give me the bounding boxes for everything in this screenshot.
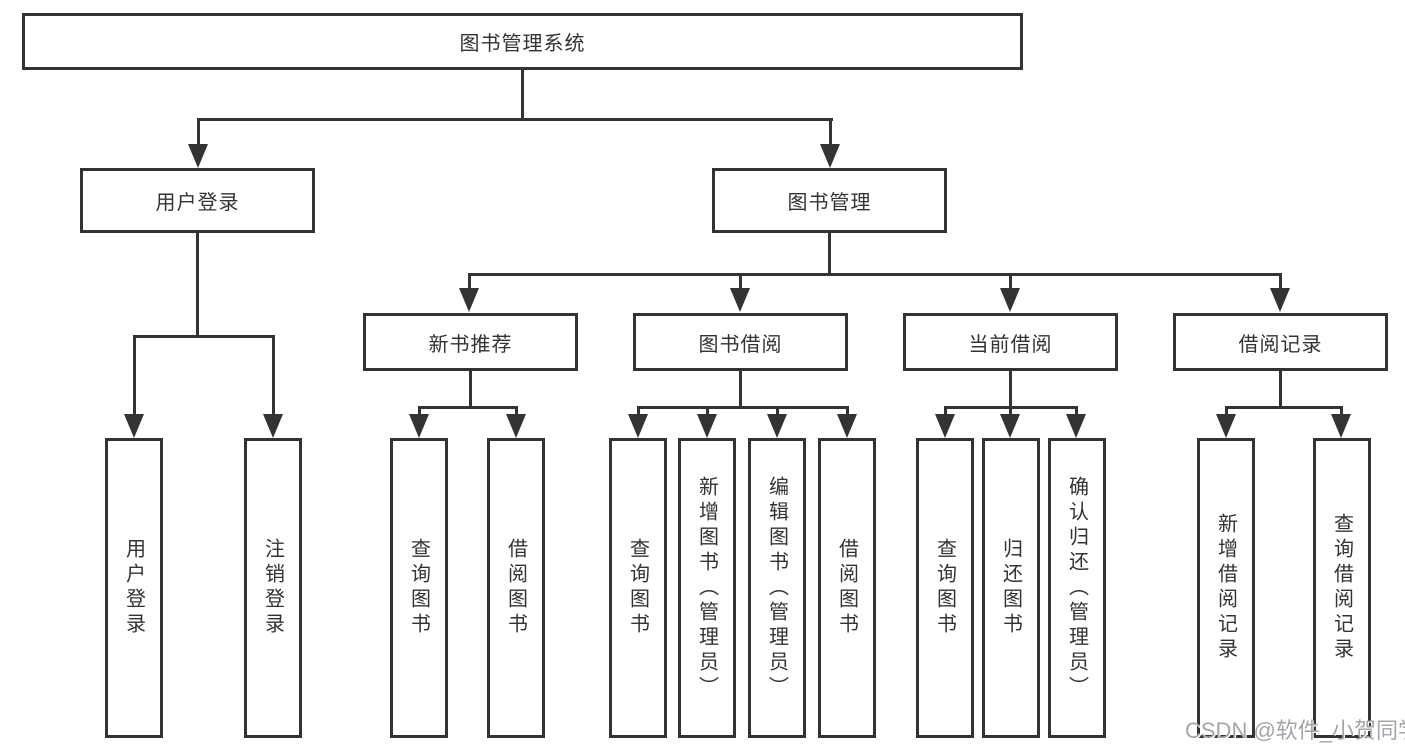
node-book-borrow: 图书借阅 bbox=[633, 313, 848, 371]
arrowhead-bb-add bbox=[697, 414, 717, 438]
connector-current-borrow-stem bbox=[1009, 371, 1012, 406]
leaf-nb-borrow-books: 借阅图书 bbox=[487, 438, 545, 738]
arrowhead-current-borrow bbox=[1000, 288, 1020, 312]
connector-drop-bb-add bbox=[706, 406, 709, 418]
arrowhead-leaf-logout bbox=[263, 414, 283, 438]
leaf-nb-borrow-books-label: 借阅图书 bbox=[504, 538, 527, 638]
arrowhead-new-book-recommend bbox=[459, 288, 479, 312]
leaf-user-login-label: 用户登录 bbox=[122, 538, 145, 638]
connector-drop-br-query bbox=[1340, 406, 1343, 418]
connector-drop-bb-borrow bbox=[846, 406, 849, 418]
connector-drop-book-borrow bbox=[739, 273, 742, 290]
leaf-br-query-record-label: 查询借阅记录 bbox=[1330, 513, 1353, 663]
leaf-nb-query-books-label: 查询图书 bbox=[407, 538, 430, 638]
connector-drop-bb-edit bbox=[776, 406, 779, 418]
arrowhead-cb-confirm bbox=[1066, 414, 1086, 438]
connector-drop-nb-borrow bbox=[515, 406, 518, 418]
arrowhead-bb-borrow bbox=[837, 414, 857, 438]
arrowhead-bb-query bbox=[628, 414, 648, 438]
arrowhead-cb-return bbox=[1000, 414, 1020, 438]
connector-root-stem bbox=[521, 70, 524, 118]
arrowhead-book-borrow bbox=[730, 288, 750, 312]
node-book-management: 图书管理 bbox=[712, 168, 947, 233]
leaf-cb-confirm-return-admin: 确认归还（管理员） bbox=[1048, 438, 1106, 738]
connector-drop-leaf-logout bbox=[272, 335, 275, 416]
arrowhead-user-login bbox=[188, 144, 208, 168]
connector-book-management-branch bbox=[468, 273, 1282, 276]
arrowhead-bb-edit bbox=[767, 414, 787, 438]
arrowhead-nb-borrow bbox=[506, 414, 526, 438]
leaf-logout-label: 注销登录 bbox=[261, 538, 284, 638]
connector-new-book-branch bbox=[418, 406, 518, 409]
leaf-bb-add-books-admin: 新增图书（管理员） bbox=[678, 438, 736, 738]
connector-new-book-stem bbox=[469, 371, 472, 406]
leaf-bb-add-books-admin-label: 新增图书（管理员） bbox=[695, 475, 718, 701]
leaf-cb-return-books: 归还图书 bbox=[982, 438, 1040, 738]
connector-drop-cb-confirm bbox=[1075, 406, 1078, 418]
connector-drop-leaf-user-login bbox=[133, 335, 136, 416]
connector-book-management-stem bbox=[828, 233, 831, 273]
arrowhead-book-management bbox=[820, 144, 840, 168]
connector-drop-cb-return bbox=[1009, 406, 1012, 418]
node-book-management-label: 图书管理 bbox=[787, 192, 872, 214]
connector-drop-nb-query bbox=[418, 406, 421, 418]
arrowhead-br-add bbox=[1216, 414, 1236, 438]
leaf-bb-borrow-books-label: 借阅图书 bbox=[835, 538, 858, 638]
arrowhead-br-query bbox=[1331, 414, 1351, 438]
leaf-nb-query-books: 查询图书 bbox=[390, 438, 448, 738]
leaf-cb-query-books: 查询图书 bbox=[916, 438, 974, 738]
node-root: 图书管理系统 bbox=[22, 13, 1023, 70]
connector-drop-user-login bbox=[197, 118, 200, 148]
connector-root-branch bbox=[197, 118, 833, 121]
csdn-watermark: CSDN @软件_小贺同学 bbox=[1185, 718, 1405, 743]
connector-drop-bb-query bbox=[637, 406, 640, 418]
node-current-borrow: 当前借阅 bbox=[903, 313, 1118, 371]
leaf-br-query-record: 查询借阅记录 bbox=[1313, 438, 1371, 738]
leaf-bb-query-books-label: 查询图书 bbox=[626, 538, 649, 638]
leaf-br-add-record: 新增借阅记录 bbox=[1197, 438, 1255, 738]
connector-user-login-branch bbox=[133, 335, 274, 338]
node-book-borrow-label: 图书借阅 bbox=[698, 333, 783, 356]
arrowhead-cb-query bbox=[935, 414, 955, 438]
leaf-logout: 注销登录 bbox=[244, 438, 302, 738]
node-user-login-label: 用户登录 bbox=[155, 192, 240, 214]
node-new-book-recommend: 新书推荐 bbox=[363, 313, 578, 371]
connector-user-login-stem bbox=[196, 233, 199, 335]
arrowhead-nb-query bbox=[409, 414, 429, 438]
leaf-cb-return-books-label: 归还图书 bbox=[999, 538, 1022, 638]
leaf-br-add-record-label: 新增借阅记录 bbox=[1214, 513, 1237, 663]
arrowhead-leaf-user-login bbox=[124, 414, 144, 438]
leaf-bb-edit-books-admin: 编辑图书（管理员） bbox=[748, 438, 806, 738]
arrowhead-borrow-records bbox=[1270, 288, 1290, 312]
connector-borrow-records-branch bbox=[1225, 406, 1343, 409]
connector-drop-br-add bbox=[1225, 406, 1228, 418]
leaf-bb-edit-books-admin-label: 编辑图书（管理员） bbox=[765, 475, 788, 701]
node-borrow-records: 借阅记录 bbox=[1173, 313, 1388, 371]
connector-drop-current-borrow bbox=[1009, 273, 1012, 290]
node-user-login: 用户登录 bbox=[80, 168, 315, 233]
connector-book-borrow-branch bbox=[637, 406, 848, 409]
connector-drop-new-book-recommend bbox=[468, 273, 471, 290]
leaf-user-login: 用户登录 bbox=[105, 438, 163, 738]
connector-drop-book-management bbox=[829, 118, 832, 148]
leaf-cb-confirm-return-admin-label: 确认归还（管理员） bbox=[1065, 475, 1088, 701]
node-new-book-recommend-label: 新书推荐 bbox=[428, 333, 513, 356]
leaf-bb-borrow-books: 借阅图书 bbox=[818, 438, 876, 738]
node-current-borrow-label: 当前借阅 bbox=[968, 333, 1053, 356]
node-root-label: 图书管理系统 bbox=[459, 33, 586, 55]
leaf-cb-query-books-label: 查询图书 bbox=[933, 538, 956, 638]
leaf-bb-query-books: 查询图书 bbox=[609, 438, 667, 738]
connector-book-borrow-stem bbox=[739, 371, 742, 406]
connector-drop-borrow-records bbox=[1279, 273, 1282, 290]
connector-drop-cb-query bbox=[944, 406, 947, 418]
node-borrow-records-label: 借阅记录 bbox=[1238, 333, 1323, 356]
connector-borrow-records-stem bbox=[1279, 371, 1282, 406]
